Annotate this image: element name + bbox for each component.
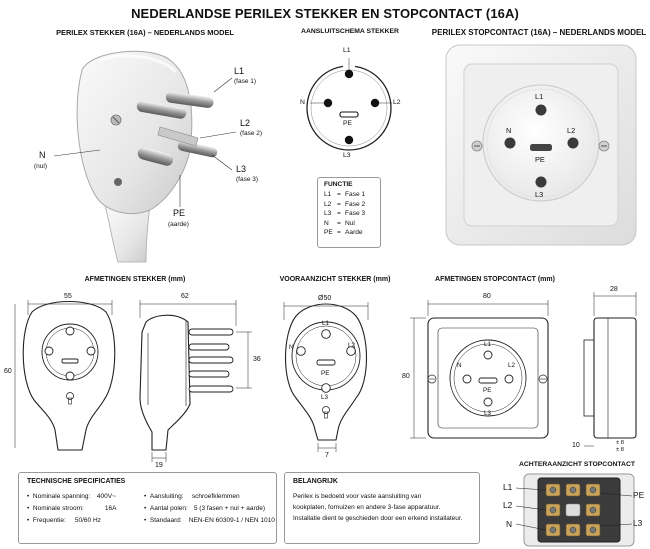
dim-front-bottom: 7 <box>325 452 329 459</box>
heading-plug-dims: AFMETINGEN STEKKER (mm) <box>84 276 186 283</box>
spec-row: • Aantal polen:5 (3 fasen + nul + aarde) <box>144 505 266 512</box>
heading-socket-dims: AFMETINGEN STOPCONTACT (mm) <box>435 276 555 283</box>
dim-pin-depth: 36 <box>253 356 261 363</box>
spec-row: • Frequentie:50/60 Hz <box>27 517 101 524</box>
front-pin-n: N <box>289 344 294 351</box>
dim-socket-tol-2: ± 8 <box>616 447 625 453</box>
socket-dim-pin-l3: L3 <box>484 410 492 417</box>
wiring-pin-l1: L1 <box>343 47 351 54</box>
note-text: Perilex is bedoeld voor vaste aansluitin… <box>293 492 471 524</box>
rear-view-drawing <box>515 473 635 547</box>
dim-plug-width: 55 <box>64 293 72 300</box>
plug-label-l1: L1 <box>234 66 245 76</box>
note-line: Installatie dient te geschieden door een… <box>293 514 463 522</box>
dim-side-length: 62 <box>181 293 189 300</box>
spec-row: • Nominale stroom:16A <box>27 505 117 512</box>
important-note: BELANGRIJK Perilex is bedoeld voor vaste… <box>284 472 480 544</box>
socket-dim-pin-l1: L1 <box>484 341 492 348</box>
socket-side-drawing <box>583 292 637 447</box>
heading-wiring: AANSLUITSCHEMA STEKKER <box>301 28 399 35</box>
wiring-pin-l2: L2 <box>393 99 401 106</box>
function-legend-title: FUNCTIE <box>324 181 353 188</box>
function-row: L1=Fase 1 <box>324 191 366 198</box>
socket-pin-n: N <box>506 126 512 135</box>
front-pin-l2: L2 <box>348 342 356 349</box>
plug-label-pe-sub: (aarde) <box>168 221 189 228</box>
plug-label-l2-sub: (fase 2) <box>240 130 263 137</box>
socket-pin-l1: L1 <box>535 92 544 101</box>
heading-front-view: VOORAANZICHT STEKKER (mm) <box>279 276 391 283</box>
note-line: kookplaten, fornuizen en andere 3-fase a… <box>293 503 441 511</box>
front-pin-l3: L3 <box>321 394 329 401</box>
socket-pin-pe: PE <box>535 155 545 164</box>
note-title: BELANGRIJK <box>293 478 338 485</box>
function-row: N=Nul <box>324 219 355 227</box>
socket-illustration <box>445 44 637 246</box>
dim-socket-height: 80 <box>402 373 410 380</box>
function-row: PE=Aarde <box>324 229 363 236</box>
plug-side-dims <box>139 300 252 462</box>
plug-label-l1-sub: (fase 1) <box>234 78 257 85</box>
dim-socket-tolerance: ± 8 ± 8 <box>616 440 624 454</box>
heading-plug-model: PERILEX STEKKER (16A) – NEDERLANDS MODEL <box>56 28 234 37</box>
plug-illustration <box>53 50 237 263</box>
plug-label-n-sub: (nul) <box>34 163 48 170</box>
note-line: Perilex is bedoeld voor vaste aansluitin… <box>293 493 422 500</box>
socket-pin-l2: L2 <box>567 126 576 135</box>
wiring-pin-l3: L3 <box>343 152 351 159</box>
plug-label-l3-sub: (fase 3) <box>236 176 259 183</box>
front-view-drawing <box>283 302 369 452</box>
plug-label-n: N <box>39 150 46 160</box>
rear-label-l3: L3 <box>633 518 643 528</box>
wiring-schematic <box>306 58 392 151</box>
rear-label-n: N <box>506 519 513 529</box>
dim-socket-tol-1: ± 8 <box>616 440 625 446</box>
rear-label-l1: L1 <box>503 482 513 492</box>
function-legend: FUNCTIE L1=Fase 1 L2=Fase 2 L3=Fase 3 N=… <box>317 177 381 248</box>
heading-socket-model: PERILEX STOPCONTACT (16A) – NEDERLANDS M… <box>431 28 647 37</box>
socket-dim-pin-pe: PE <box>483 387 492 394</box>
wiring-pin-pe: PE <box>343 120 353 127</box>
function-row: L3=Fase 3 <box>324 210 366 217</box>
wiring-pin-n: N <box>300 99 305 106</box>
socket-dim-pin-n: N <box>457 362 462 369</box>
spec-row: • Aansluiting:schroefklemmen <box>144 493 240 500</box>
spec-row: • Standaard:NEN-EN 60309-1 / NEN 1010 <box>144 517 275 524</box>
plug-front-dims <box>14 300 116 451</box>
spec-panel: TECHNISCHE SPECIFICATIES • Nominale span… <box>18 472 277 544</box>
dim-socket-base: 10 <box>572 442 580 449</box>
plug-label-l3: L3 <box>236 164 247 174</box>
front-pin-pe: PE <box>321 370 330 377</box>
rear-label-l2: L2 <box>503 500 513 510</box>
front-pin-l1: L1 <box>322 320 330 327</box>
dim-socket-width: 80 <box>483 293 491 300</box>
spec-row: • Nominale spanning:400V~ <box>27 493 116 500</box>
socket-dims-drawing <box>410 300 549 439</box>
socket-dim-pin-l2: L2 <box>508 362 516 369</box>
plug-label-l2: L2 <box>240 118 251 128</box>
dim-socket-depth: 28 <box>610 286 618 293</box>
spec-title: TECHNISCHE SPECIFICATIES <box>27 478 126 485</box>
rear-label-pe: PE <box>633 490 645 500</box>
page-title: NEDERLANDSE PERILEX STEKKER EN STOPCONTA… <box>131 6 519 21</box>
socket-pin-l3: L3 <box>535 190 544 199</box>
dim-front-diameter: Ø50 <box>318 295 332 302</box>
heading-rear-view: ACHTERAANZICHT STOPCONTACT <box>518 461 636 468</box>
dim-side-bottom: 19 <box>155 462 163 469</box>
dim-plug-height: 60 <box>4 368 12 375</box>
plug-label-pe: PE <box>173 208 186 218</box>
function-row: L2=Fase 2 <box>324 200 366 208</box>
